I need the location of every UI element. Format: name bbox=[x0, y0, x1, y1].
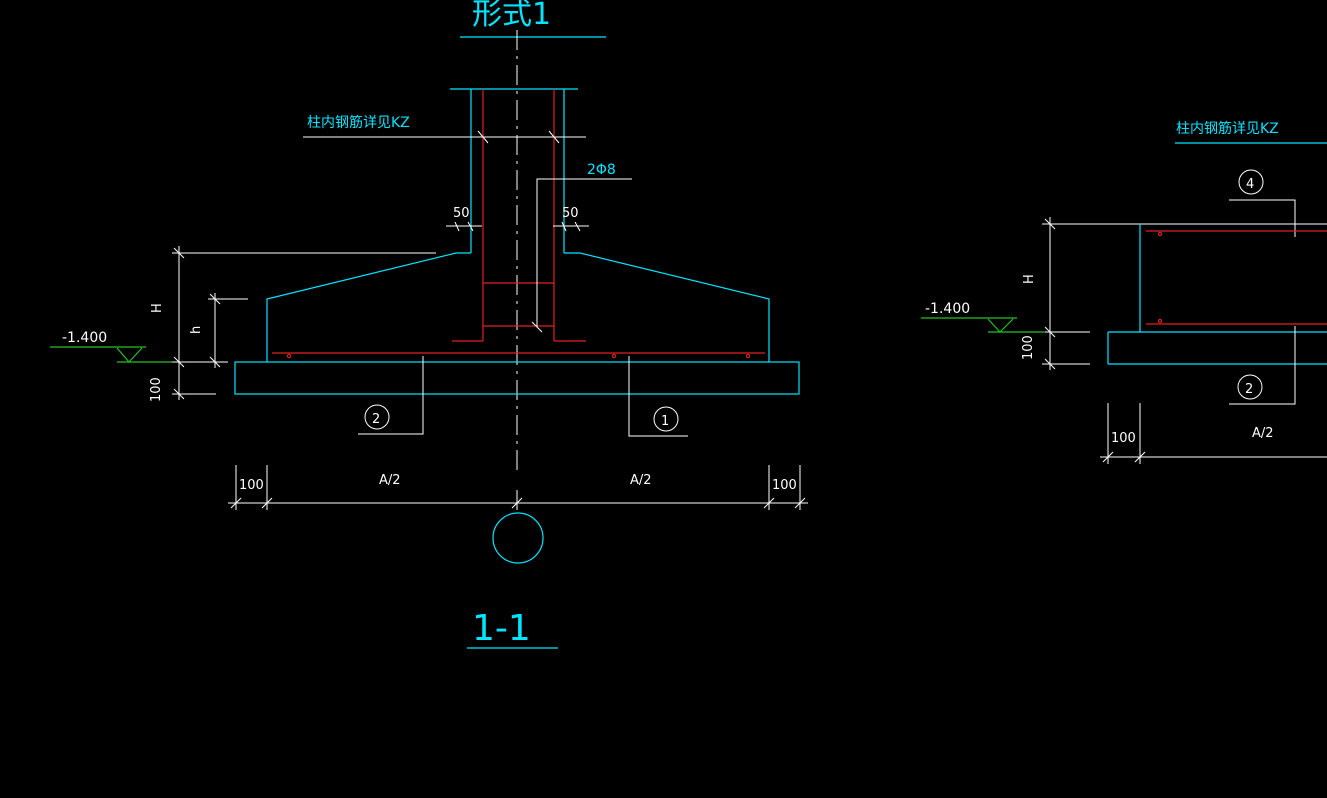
right-horizontal-dims bbox=[1100, 403, 1327, 464]
dim-100-bottom-left: 100 bbox=[239, 478, 264, 493]
footing-outline bbox=[234, 252, 800, 395]
right-detail: 柱内钢筋详见KZ 4 H 100 bbox=[921, 120, 1327, 464]
dim-A2-right-bottom: A/2 bbox=[1252, 426, 1274, 441]
vertical-dimensions bbox=[172, 246, 436, 400]
elevation-marker: -1.400 bbox=[50, 330, 172, 363]
dim-100-left-vertical: 100 bbox=[149, 377, 164, 402]
right-vertical-dims bbox=[1042, 217, 1090, 370]
right-footing bbox=[1042, 223, 1327, 365]
bubble-4-label: 4 bbox=[1246, 177, 1254, 192]
dim-50-right: 50 bbox=[562, 206, 579, 221]
dim-100-right-vertical: 100 bbox=[1021, 335, 1036, 360]
drawing-title: 形式1 bbox=[472, 0, 551, 32]
dim-A2-left: A/2 bbox=[379, 473, 401, 488]
dim-h-left: h bbox=[189, 326, 204, 334]
elevation-marker-right: -1.400 bbox=[921, 301, 1045, 333]
column-rebar-note-right: 柱内钢筋详见KZ bbox=[1176, 120, 1279, 137]
left-detail: 形式1 柱内钢筋详见KZ bbox=[50, 0, 808, 649]
horizontal-dimensions bbox=[228, 465, 808, 510]
elevation-label-left: -1.400 bbox=[62, 330, 107, 346]
bubble-1-label: 1 bbox=[661, 414, 669, 429]
dim-100-bottom-right: 100 bbox=[772, 478, 797, 493]
bubble-2-left: 2 bbox=[358, 356, 424, 435]
dim-100-right-bottom: 100 bbox=[1111, 431, 1136, 446]
stirrup-note: 2Φ8 bbox=[587, 162, 616, 178]
section-label: 1-1 bbox=[472, 608, 531, 649]
bubble-1-left: 1 bbox=[628, 356, 688, 437]
bubble-2-right: 2 bbox=[1229, 326, 1296, 405]
column-rebar-note: 柱内钢筋详见KZ bbox=[307, 114, 410, 131]
axis-bubble bbox=[492, 512, 544, 564]
column-outline bbox=[450, 88, 578, 253]
dim-H-left: H bbox=[150, 303, 165, 313]
dim-50-left: 50 bbox=[453, 206, 470, 221]
dim-H-right: H bbox=[1022, 274, 1037, 284]
elevation-label-right: -1.400 bbox=[925, 301, 970, 317]
rebar bbox=[272, 89, 765, 359]
bubble-2-label: 2 bbox=[372, 412, 380, 427]
bubble-4-right: 4 bbox=[1229, 169, 1296, 237]
bubble-2-right-label: 2 bbox=[1245, 382, 1253, 397]
dim-A2-right: A/2 bbox=[630, 473, 652, 488]
